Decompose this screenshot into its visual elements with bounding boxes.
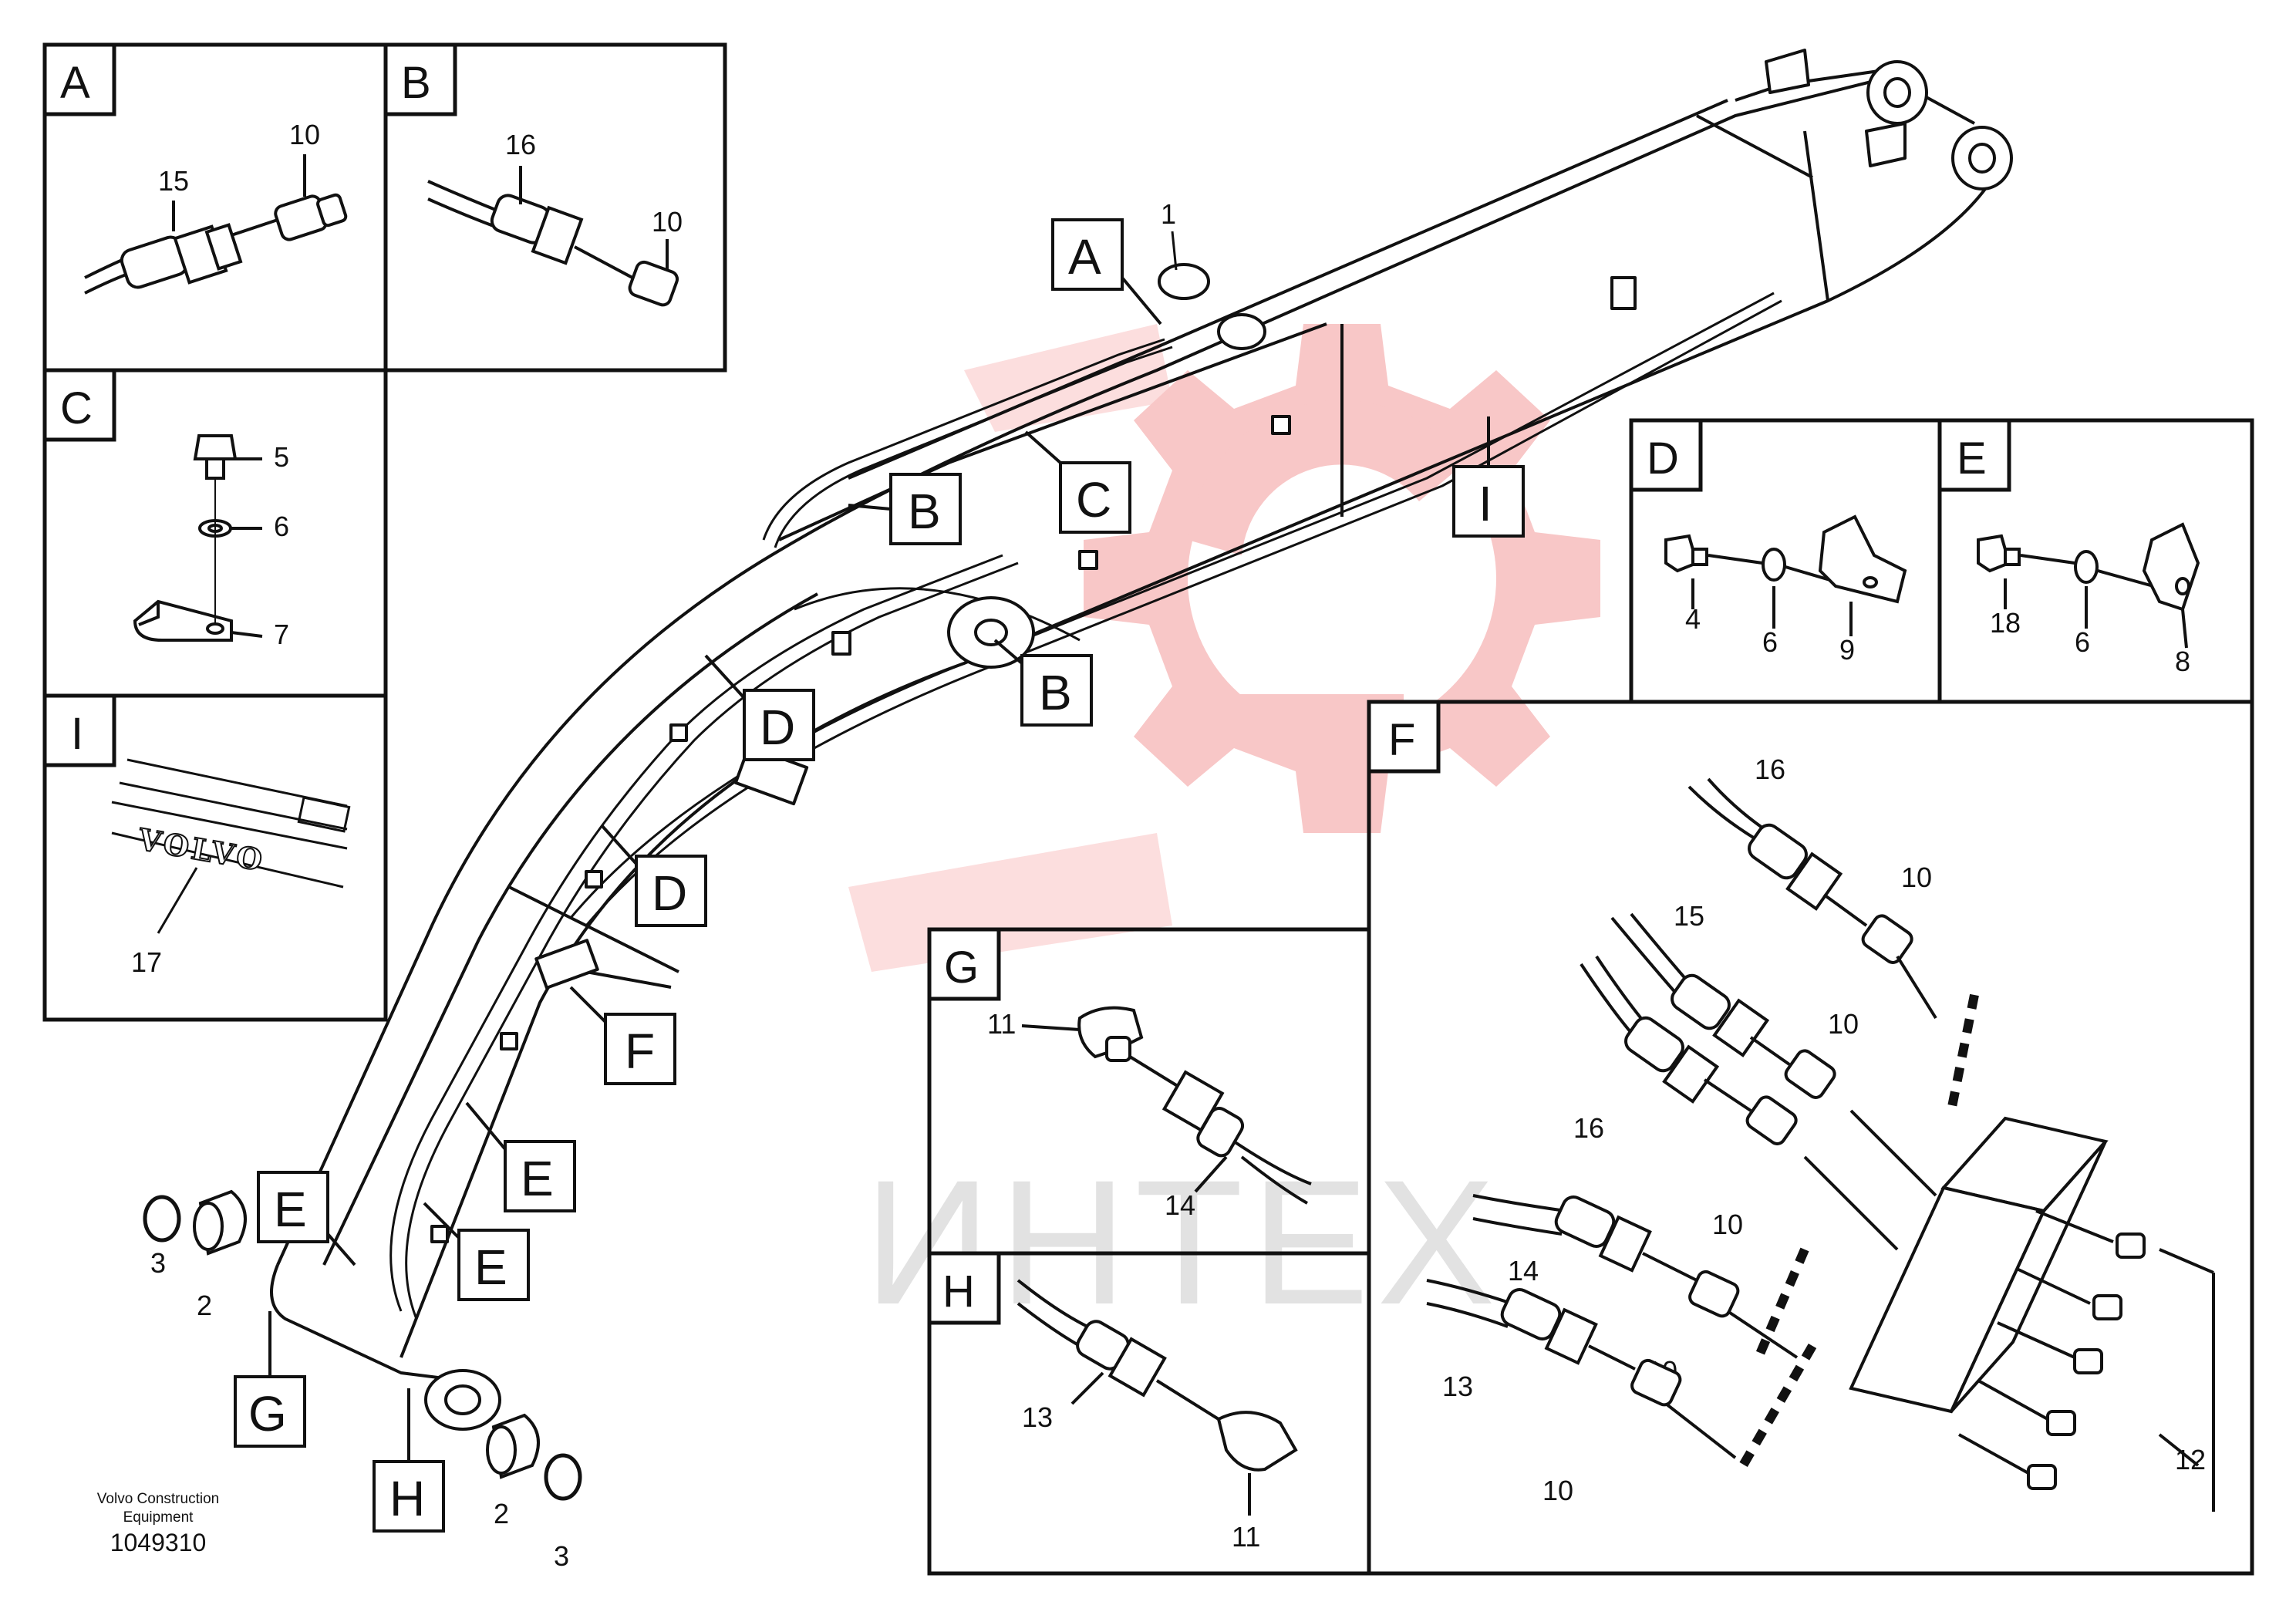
svg-text:E: E	[1957, 433, 1987, 484]
part-number: 16	[505, 129, 536, 160]
svg-text:E: E	[521, 1151, 554, 1206]
main-part-numbers: 1 2 3 2 3	[143, 198, 1178, 1572]
part-number: 8	[2175, 646, 2190, 677]
svg-text:A: A	[60, 58, 90, 108]
panel-F: F 16 10 15 10 16 10 14 10 13 10 12	[1367, 700, 2254, 1576]
part-number: 15	[1674, 900, 1704, 932]
svg-text:I: I	[1478, 476, 1492, 531]
part-number: 13	[1022, 1401, 1053, 1433]
part-number: 9	[1839, 634, 1855, 666]
part-number: 3	[150, 1247, 166, 1279]
part-number: 10	[1901, 862, 1932, 893]
svg-text:A: A	[1068, 229, 1101, 285]
svg-text:D: D	[652, 865, 687, 921]
panel-B: B 16 10	[383, 42, 727, 373]
part-number: 10	[1828, 1008, 1859, 1040]
part-number: 10	[289, 119, 320, 150]
boom-assembly	[270, 49, 2013, 1431]
part-number: 17	[131, 946, 162, 978]
part-number: 11	[987, 1008, 1016, 1040]
svg-text:G: G	[944, 943, 979, 993]
part-number: 16	[1755, 754, 1785, 785]
part-number: 7	[274, 619, 289, 650]
svg-text:F: F	[1388, 715, 1415, 765]
callout-B-lower: B	[993, 639, 1093, 727]
part-number: 15	[158, 165, 189, 197]
svg-text:H: H	[942, 1266, 975, 1317]
part-number: 14	[1508, 1255, 1539, 1286]
part-number: 6	[274, 511, 289, 542]
callout-E-lower: E	[423, 1202, 530, 1301]
callout-B-upper: B	[848, 473, 962, 545]
svg-text:B: B	[1039, 665, 1072, 720]
part-number: 11	[1232, 1521, 1260, 1553]
panel-A: A 15 10	[42, 42, 388, 373]
part-number: 14	[1165, 1189, 1195, 1221]
part-number: 1	[1161, 198, 1176, 230]
svg-text:C: C	[60, 383, 93, 433]
main-callouts: A B C B I D D	[234, 218, 1525, 1533]
part-number: 2	[494, 1498, 509, 1529]
part-number: 6	[1762, 626, 1778, 658]
svg-text:G: G	[248, 1386, 287, 1442]
part-number: 16	[1573, 1112, 1604, 1144]
callout-E-upper: E	[465, 1101, 576, 1212]
panel-I: I 17 VOLVO	[42, 693, 388, 1022]
callout-H: H	[373, 1388, 445, 1533]
part-number: 10	[652, 206, 683, 238]
part-number: 2	[197, 1290, 212, 1321]
svg-text:H: H	[389, 1471, 425, 1526]
svg-text:B: B	[401, 58, 431, 108]
callout-A: A	[1051, 218, 1162, 325]
part-number: 3	[554, 1540, 569, 1572]
callout-D-upper: D	[704, 654, 815, 761]
drawing-number: 1049310	[110, 1529, 207, 1556]
callout-F: F	[569, 986, 676, 1085]
svg-text:B: B	[908, 484, 941, 539]
company-name: Volvo Construction Equipment	[96, 1491, 220, 1526]
callout-C: C	[1024, 430, 1131, 534]
part-number: 18	[1990, 607, 2021, 639]
svg-text:F: F	[625, 1023, 655, 1079]
svg-text:E: E	[274, 1182, 307, 1237]
callout-G: G	[234, 1311, 306, 1448]
callout-I: I	[1452, 416, 1525, 538]
part-number: 4	[1685, 603, 1701, 635]
part-number: 10	[1712, 1209, 1743, 1240]
part-number: 6	[2075, 626, 2090, 658]
panel-C: C 5 6 7	[42, 368, 388, 698]
svg-text:D: D	[760, 700, 795, 755]
svg-text:I: I	[71, 709, 83, 759]
part-number: 5	[274, 441, 289, 473]
callout-E-left: E	[257, 1171, 356, 1266]
callout-D-lower: D	[600, 824, 707, 927]
panel-H: H 13 11	[927, 1251, 1371, 1576]
svg-text:C: C	[1076, 472, 1111, 528]
part-number: 10	[1542, 1475, 1573, 1506]
panel-D: D 4 6 9	[1629, 418, 1942, 704]
part-number: 13	[1442, 1371, 1473, 1402]
svg-text:E: E	[474, 1239, 507, 1295]
svg-text:D: D	[1647, 433, 1679, 484]
panel-E: E 18 6 8	[1937, 418, 2254, 704]
